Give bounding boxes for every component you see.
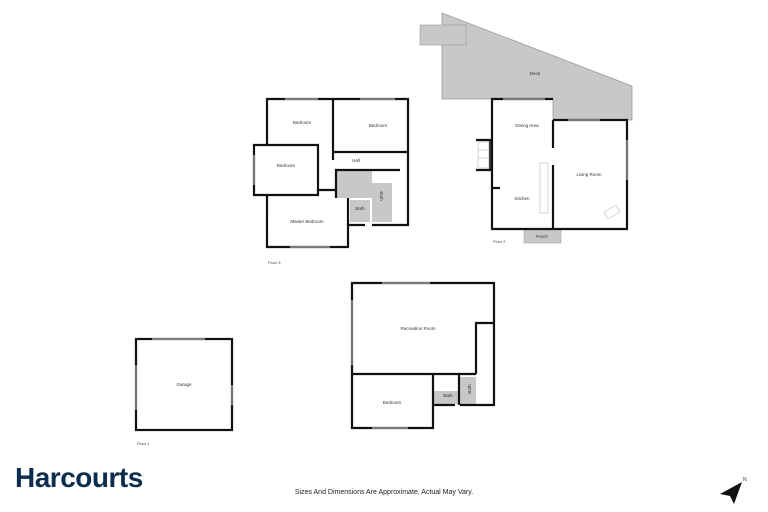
room-label-bath-small: Bath [355, 206, 365, 211]
room-label-master: Master Bedroom [290, 219, 324, 224]
room-label-recreation: Recreation Room [400, 326, 435, 331]
disclaimer-text: Sizes And Dimensions Are Approximate, Ac… [294, 489, 474, 496]
room-label-bath-b: Bath [467, 384, 472, 394]
deck-stairs [419, 24, 467, 46]
room-label-garage: Garage [176, 382, 192, 387]
room-label-bath-a: Bath [443, 393, 453, 398]
harcourts-logo: Harcourts [15, 462, 143, 493]
room-label-bedroom-a: Bedroom [293, 120, 312, 125]
room-label-kitchen: Kitchen [514, 196, 530, 201]
floor-1-label: Floor 1 [137, 441, 150, 446]
floor-3-plan: Bedroom Bedroom Bedroom Hall Bath Bath M… [252, 97, 410, 265]
room-label-deck: Deck [530, 71, 541, 76]
compass-label: N [743, 477, 747, 483]
room-label-porch: Porch [536, 234, 548, 239]
deck-area [441, 12, 633, 121]
room-label-hall: Hall [352, 158, 360, 163]
floor-3-label: Floor 3 [268, 260, 281, 265]
floor-2-label: Floor 2 [493, 239, 506, 244]
room-label-bedroom-1: Bedroom [383, 400, 402, 405]
room-label-bath-main: Bath [379, 191, 384, 201]
north-arrow-icon: N [720, 477, 747, 504]
small-bath-shaded [350, 200, 370, 222]
floor-1-plan: Garage Recreation Room Bedroom Bath Bath… [134, 281, 496, 446]
bath-shaded [336, 170, 392, 222]
room-label-bedroom-b: Bedroom [369, 123, 388, 128]
room-label-bedroom-c: Bedroom [277, 163, 296, 168]
floor-2-plan: Deck Dining Area Living Room Kitchen Por… [419, 12, 633, 244]
room-label-dining: Dining Area [515, 123, 539, 128]
room-label-living: Living Room [576, 172, 601, 177]
